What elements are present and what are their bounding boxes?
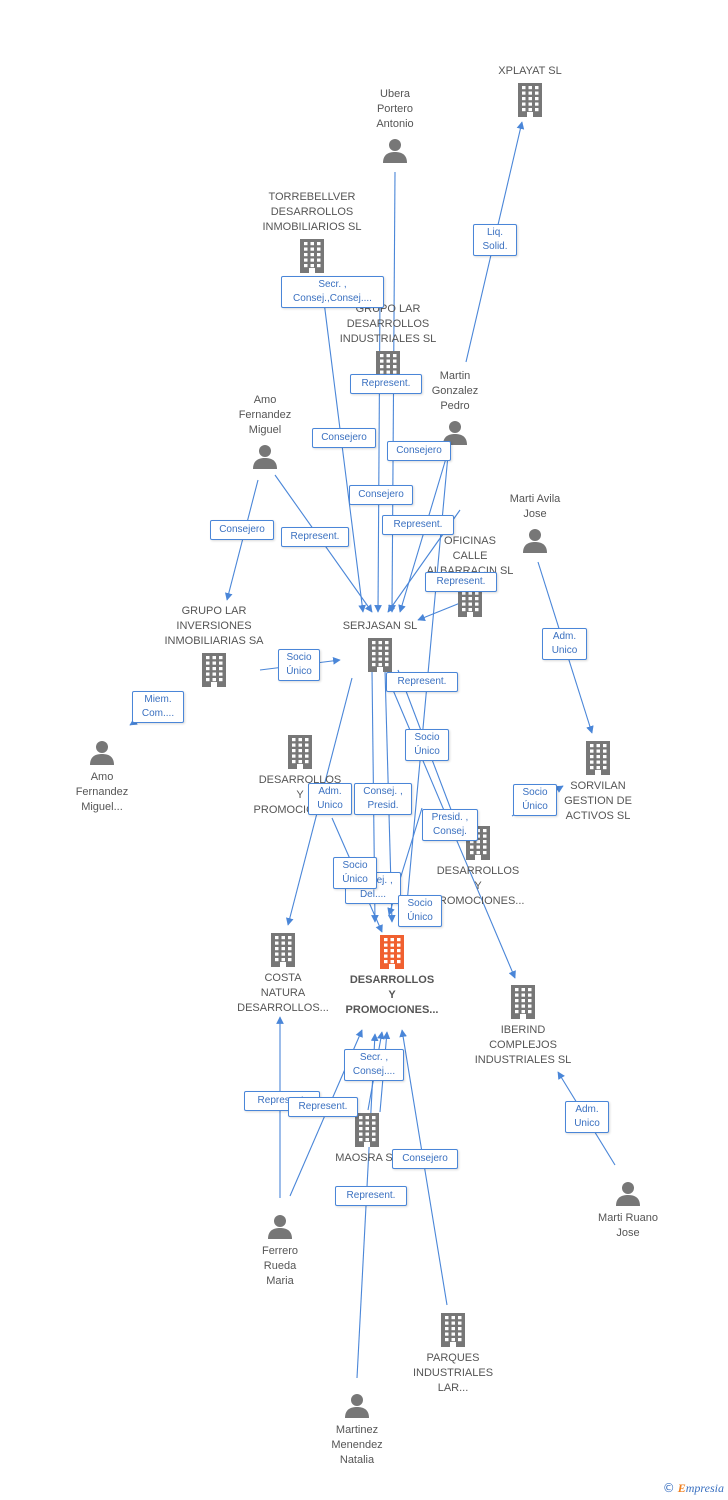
- node-label: XPLAYAT SL: [498, 65, 562, 77]
- person-node-marti-ruano[interactable]: Marti Ruano Jose: [563, 1179, 693, 1241]
- relation-label-adm-unico-marti[interactable]: Adm. Unico: [542, 628, 587, 660]
- relation-label-presid-consej[interactable]: Presid. , Consej.: [422, 809, 478, 841]
- node-label: Amo Fernandez Miguel: [238, 394, 292, 436]
- company-node-desarrollos-right[interactable]: DESARROLLOS Y PROMOCIONES...: [413, 826, 543, 909]
- relation-edge: [225, 479, 259, 601]
- relation-label-secr-consej-maosra[interactable]: Secr. , Consej....: [344, 1049, 404, 1081]
- relation-label-represent-ferrero[interactable]: Represent.: [288, 1097, 358, 1117]
- relation-label-miem-com[interactable]: Miem. Com....: [132, 691, 184, 723]
- relation-label-socio-unico-sorvilan[interactable]: Socio Único: [513, 784, 557, 816]
- relation-label-consej-presid[interactable]: Consej. , Presid.: [354, 783, 412, 815]
- relation-label-socio-unico-mid[interactable]: Socio Único: [405, 729, 449, 761]
- copyright-symbol: ©: [662, 1481, 675, 1495]
- building-icon: [247, 239, 377, 273]
- node-label: TORREBELLVER DESARROLLOS INMOBILIARIOS S…: [262, 191, 362, 233]
- node-label: DESARROLLOS Y PROMOCIONES...: [345, 974, 439, 1016]
- node-label: Amo Fernandez Miguel...: [75, 771, 129, 813]
- node-label: GRUPO LAR DESARROLLOS INDUSTRIALES SL: [339, 303, 437, 345]
- relation-label-represent-serjasan[interactable]: Represent.: [386, 672, 458, 692]
- relation-label-consejero-amo[interactable]: Consejero: [312, 428, 376, 448]
- empresia-brand[interactable]: © Empresia: [663, 1481, 724, 1496]
- relation-label-liq-solid[interactable]: Liq. Solid.: [473, 224, 517, 256]
- person-node-ferrero[interactable]: Ferrero Rueda Maria: [215, 1212, 345, 1289]
- building-icon: [327, 935, 457, 969]
- relation-edge: [374, 293, 382, 613]
- node-label: DESARROLLOS Y PROMOCIONES...: [431, 865, 525, 907]
- relation-label-socio-unico-low[interactable]: Socio Único: [333, 857, 377, 889]
- relation-edge: [356, 1033, 379, 1379]
- person-icon: [200, 442, 330, 470]
- relation-label-consejero-parques[interactable]: Consejero: [392, 1149, 458, 1169]
- company-node-serjasan[interactable]: SERJASAN SL: [315, 619, 445, 672]
- node-label: SERJASAN SL: [342, 620, 418, 632]
- person-node-martinez[interactable]: Martinez Menendez Natalia: [292, 1391, 422, 1468]
- relation-label-socio-unico-grupo[interactable]: Socio Único: [278, 649, 320, 681]
- node-label: Marti Ruano Jose: [598, 1212, 658, 1239]
- node-label: COSTA NATURA DESARROLLOS...: [237, 972, 329, 1014]
- node-label: SORVILAN GESTION DE ACTIVOS SL: [564, 780, 632, 822]
- relation-label-represent-grupolar[interactable]: Represent.: [350, 374, 422, 394]
- node-label: Ubera Portero Antonio: [376, 88, 414, 130]
- building-icon: [533, 741, 663, 775]
- company-node-grupolar-inv[interactable]: GRUPO LAR INVERSIONES INMOBILIARIAS SA: [149, 604, 279, 687]
- relation-label-represent-amo[interactable]: Represent.: [281, 527, 349, 547]
- node-label: Marti Avila Jose: [509, 493, 561, 520]
- relation-label-adm-unico-left[interactable]: Adm. Unico: [308, 783, 352, 815]
- company-node-iberind[interactable]: IBERIND COMPLEJOS INDUSTRIALES SL: [458, 985, 588, 1068]
- person-node-amo-miguel2[interactable]: Amo Fernandez Miguel...: [37, 738, 167, 815]
- company-node-maosra[interactable]: MAOSRA SL: [302, 1113, 432, 1166]
- company-node-sorvilan[interactable]: SORVILAN GESTION DE ACTIVOS SL: [533, 741, 663, 824]
- building-icon: [465, 83, 595, 117]
- person-icon: [563, 1179, 693, 1207]
- building-icon: [315, 638, 445, 672]
- person-icon: [215, 1212, 345, 1240]
- brand-initial: E: [677, 1481, 686, 1495]
- company-node-costa[interactable]: COSTA NATURA DESARROLLOS...: [218, 933, 348, 1016]
- relation-label-secr-consej-torre[interactable]: Secr. , Consej.,Consej....: [281, 276, 384, 308]
- brand-name: mpresia: [685, 1481, 724, 1495]
- relation-label-adm-unico-ruano[interactable]: Adm. Unico: [565, 1101, 609, 1133]
- person-icon: [470, 526, 600, 554]
- building-icon: [413, 826, 543, 860]
- node-label: Ferrero Rueda Maria: [261, 1245, 299, 1287]
- building-icon: [458, 985, 588, 1019]
- relation-label-represent-oficinas[interactable]: Represent.: [425, 572, 497, 592]
- relation-label-consejero-amo-grupo[interactable]: Consejero: [210, 520, 274, 540]
- building-icon: [302, 1113, 432, 1147]
- person-node-amo-miguel[interactable]: Amo Fernandez Miguel: [200, 393, 330, 470]
- node-label: PARQUES INDUSTRIALES LAR...: [412, 1352, 494, 1394]
- node-label: Martinez Menendez Natalia: [331, 1424, 383, 1466]
- relation-label-consejero-ubera[interactable]: Consejero: [349, 485, 413, 505]
- person-icon: [330, 136, 460, 164]
- node-label: Martin Gonzalez Pedro: [431, 370, 479, 412]
- building-icon: [218, 933, 348, 967]
- relation-label-represent-martinez[interactable]: Represent.: [335, 1186, 407, 1206]
- building-icon: [235, 735, 365, 769]
- company-node-parques[interactable]: PARQUES INDUSTRIALES LAR...: [388, 1313, 518, 1396]
- company-node-xplayat[interactable]: XPLAYAT SL: [465, 64, 595, 117]
- node-label: IBERIND COMPLEJOS INDUSTRIALES SL: [474, 1024, 572, 1066]
- company-node-main[interactable]: DESARROLLOS Y PROMOCIONES...: [327, 935, 457, 1018]
- company-node-torrebellver[interactable]: TORREBELLVER DESARROLLOS INMOBILIARIOS S…: [247, 190, 377, 273]
- person-node-ubera[interactable]: Ubera Portero Antonio: [330, 87, 460, 164]
- person-node-marti-avila[interactable]: Marti Avila Jose: [470, 492, 600, 554]
- relation-label-consejero-martin[interactable]: Consejero: [387, 441, 451, 461]
- building-icon: [149, 653, 279, 687]
- relation-label-socio-unico-main[interactable]: Socio Único: [398, 895, 442, 927]
- person-icon: [292, 1391, 422, 1419]
- node-label: GRUPO LAR INVERSIONES INMOBILIARIAS SA: [164, 605, 264, 647]
- relation-label-represent-mid[interactable]: Represent.: [382, 515, 454, 535]
- person-icon: [37, 738, 167, 766]
- building-icon: [388, 1313, 518, 1347]
